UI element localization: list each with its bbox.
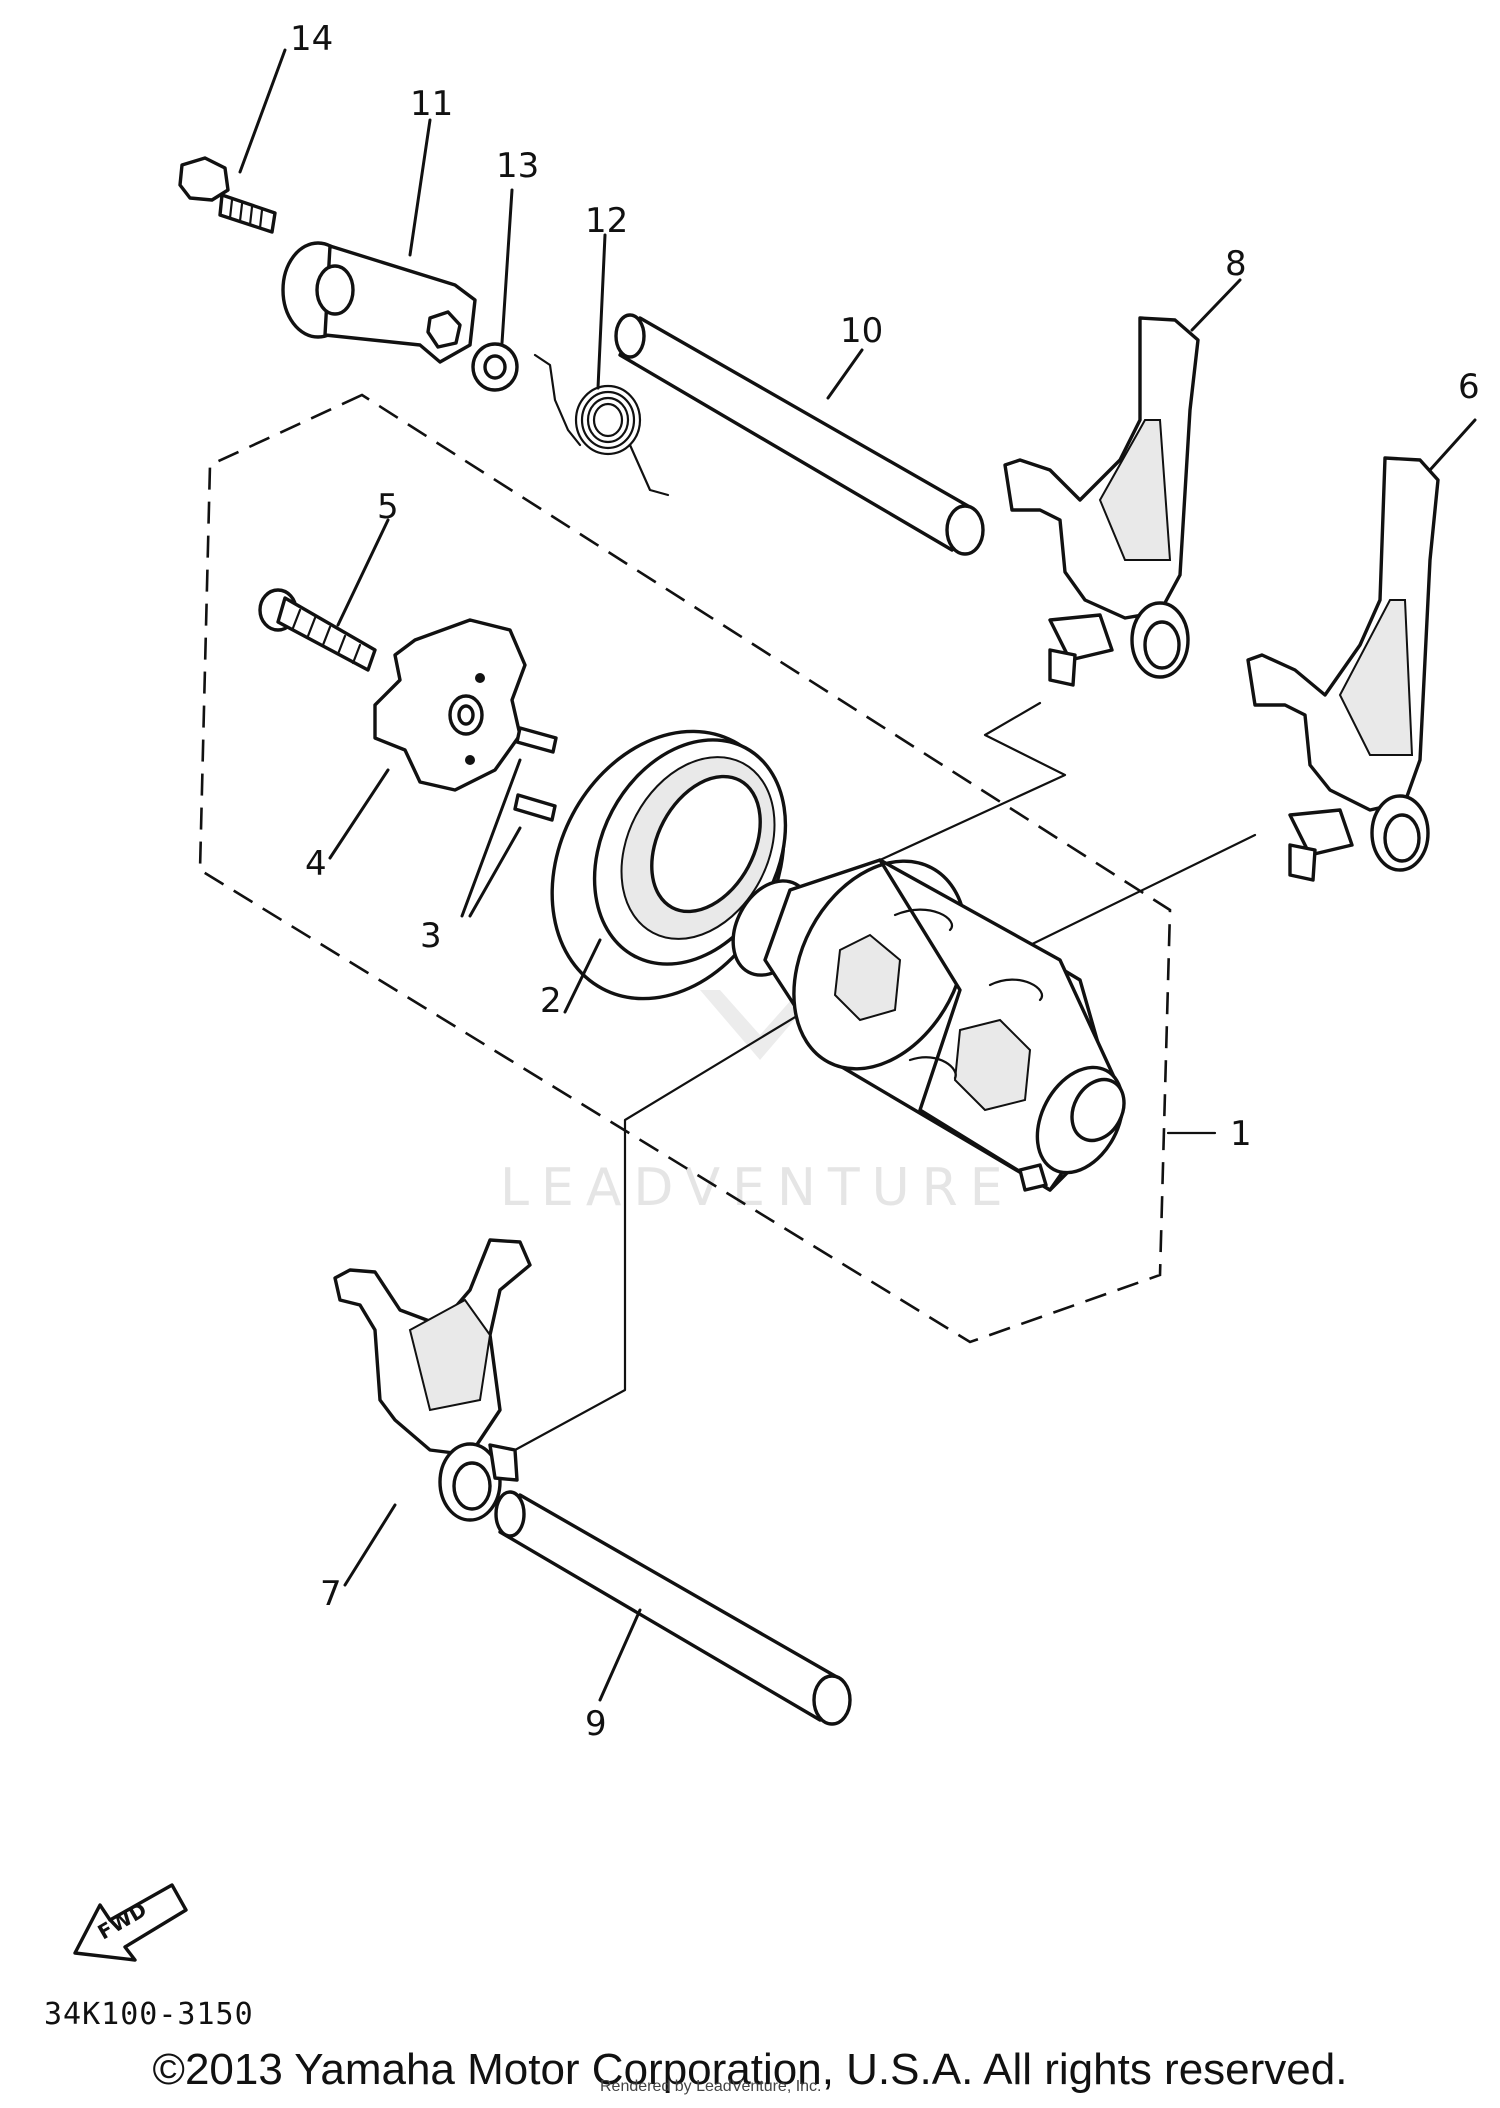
bolt-part-14	[178, 48, 287, 234]
washer-part-13	[471, 188, 519, 392]
callout-10: 10	[840, 311, 883, 351]
segment-part-4	[328, 618, 527, 860]
shaft-part-10	[614, 313, 985, 556]
callout-6: 6	[1458, 367, 1480, 407]
watermark-text: LEADVENTURE	[500, 1158, 1015, 1218]
spring-part-12	[533, 233, 670, 497]
callout-1: 1	[1230, 1114, 1252, 1154]
callout-5: 5	[377, 487, 399, 527]
fwd-arrow: FWD	[73, 1883, 188, 1962]
callout-9: 9	[585, 1704, 607, 1744]
fork-part-8	[1003, 278, 1242, 687]
bolt-part-5	[258, 518, 390, 672]
lever-part-11	[281, 118, 477, 364]
diagram-code: 34K100-3150	[44, 1997, 254, 2032]
fork-part-6	[1246, 418, 1477, 882]
callout-8: 8	[1225, 244, 1247, 284]
fork-part-7	[333, 1238, 532, 1587]
callout-12: 12	[585, 201, 628, 241]
assembly-boundary	[198, 393, 1172, 1344]
callout-labels: 1 2 3 4 5 6 7 8 9 10 11 12 13 14	[290, 19, 1480, 1744]
callout-3: 3	[420, 916, 442, 956]
connector-lines	[513, 701, 1257, 1452]
callout-13: 13	[496, 146, 539, 186]
callout-11: 11	[410, 84, 453, 124]
copyright-notice: ©2013 Yamaha Motor Corporation, U.S.A. A…	[152, 2045, 1348, 2094]
pins-part-3	[460, 726, 558, 918]
callout-2: 2	[540, 981, 562, 1021]
callout-14: 14	[290, 19, 333, 59]
rendered-by-notice: Rendered by LeadVenture, Inc.	[600, 2078, 822, 2095]
callout-7: 7	[320, 1574, 342, 1614]
drum-part-1	[731, 858, 1126, 1192]
shaft-part-9	[494, 1490, 852, 1726]
watermark: LEADVENTURE	[500, 990, 1015, 1218]
bearing-part-2	[550, 729, 788, 1014]
callout-4: 4	[305, 844, 327, 884]
